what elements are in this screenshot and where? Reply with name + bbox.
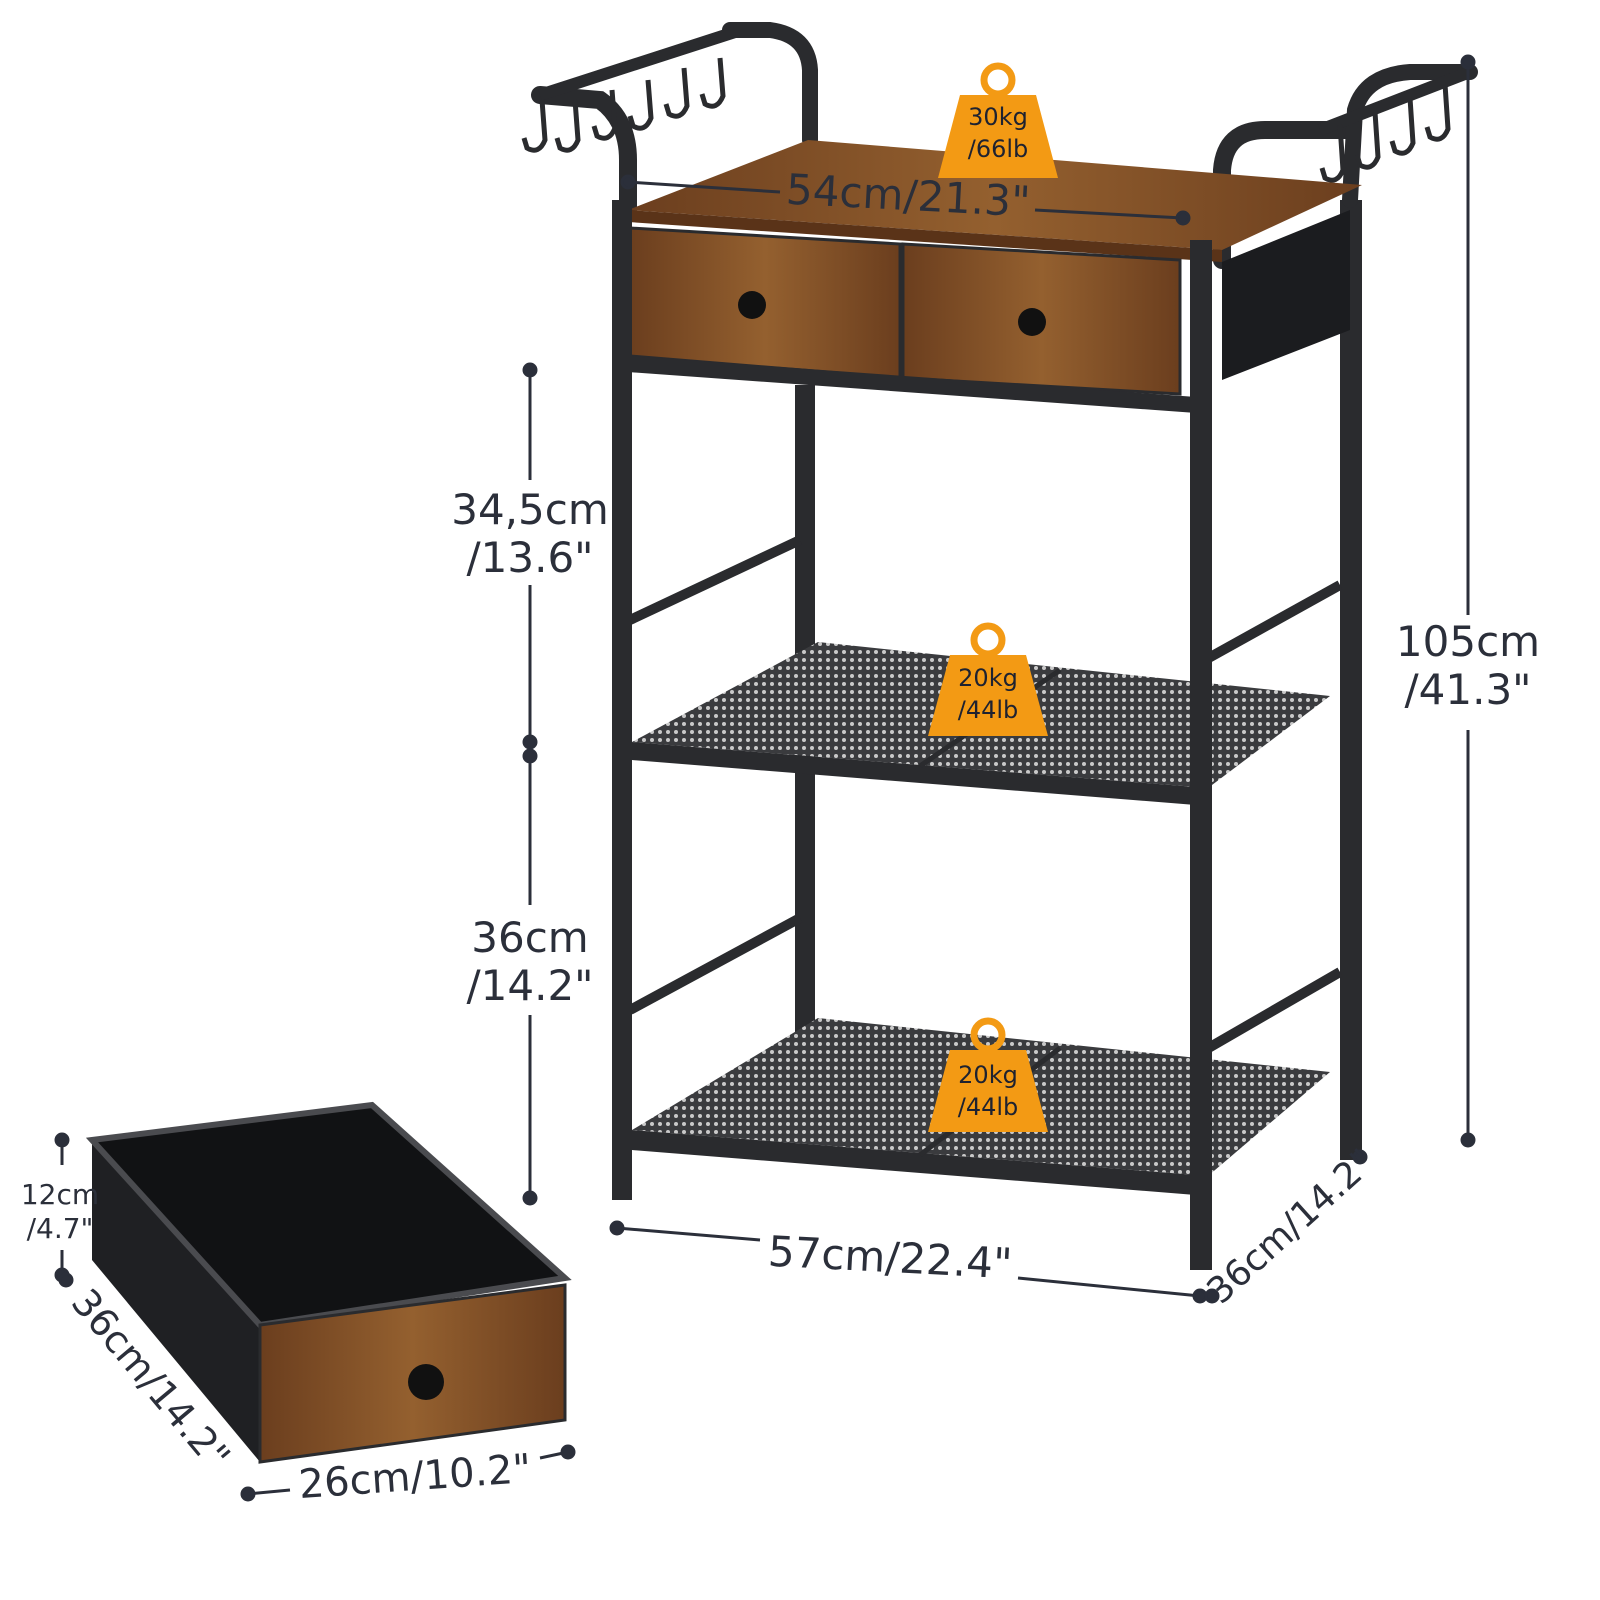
front-right-leg — [1190, 240, 1212, 1270]
load-badge-middle: 20kg /44lb — [928, 622, 1048, 736]
left-handle — [531, 86, 637, 219]
drawer-knob-icon — [1018, 308, 1046, 336]
drawer-width-label: 26cm/10.2" — [297, 1446, 532, 1508]
right-hooks — [1319, 83, 1451, 183]
side-fabric-panel — [1222, 210, 1350, 380]
total-height-label: 105cm — [1396, 617, 1540, 666]
dimension-lines — [54, 54, 1476, 1502]
load-middle-lb: /44lb — [958, 696, 1019, 724]
front-left-leg — [612, 200, 632, 1200]
drawer-knob-icon — [738, 291, 766, 319]
top-board-edge — [628, 210, 1222, 262]
load-bottom-lb: /44lb — [958, 1093, 1019, 1121]
side-cross-bars — [627, 535, 1343, 1055]
load-badge-bottom: 20kg /44lb — [928, 1017, 1048, 1132]
load-badge-top: 30kg /66lb — [938, 62, 1058, 178]
drawer-rim — [85, 1101, 572, 1329]
bottom-shelf-rim — [632, 1130, 1208, 1196]
base-width-label: 57cm/22.4" — [767, 1227, 1014, 1289]
drawer-height-label: 12cm — [21, 1178, 99, 1211]
right-handle-back — [1342, 64, 1478, 208]
drawer-frame-bottom — [628, 356, 1210, 414]
drawer-left[interactable] — [628, 226, 902, 380]
total-height-label-imperial: /41.3" — [1405, 665, 1532, 714]
left-hook-bar — [538, 26, 737, 101]
drawer-height-label-imperial: /4.7" — [27, 1212, 94, 1245]
load-middle-kg: 20kg — [958, 664, 1018, 692]
drawer-right[interactable] — [901, 242, 1182, 396]
loose-drawer — [85, 1101, 572, 1464]
middle-shelf-rim — [632, 742, 1208, 806]
back-right-leg — [1340, 200, 1362, 1160]
middle-tier-height-label: 36cm — [471, 913, 588, 962]
drawer-knob-icon — [408, 1364, 444, 1400]
base-depth-label: 36cm/14.2" — [1199, 1142, 1382, 1313]
right-handle — [1213, 121, 1359, 269]
drawer-tier-height-label: 34,5cm — [451, 485, 609, 534]
load-bottom-kg: 20kg — [958, 1061, 1018, 1089]
drawer-side — [92, 1140, 260, 1462]
middle-tier-height-label-imperial: /14.2" — [467, 961, 594, 1010]
load-top-lb: /66lb — [968, 135, 1029, 163]
right-hook-bar — [1317, 66, 1473, 136]
left-handle-back — [722, 22, 818, 148]
drawer-tier-height-label-imperial: /13.6" — [467, 533, 594, 582]
left-hooks — [521, 57, 726, 153]
load-top-kg: 30kg — [968, 103, 1028, 131]
